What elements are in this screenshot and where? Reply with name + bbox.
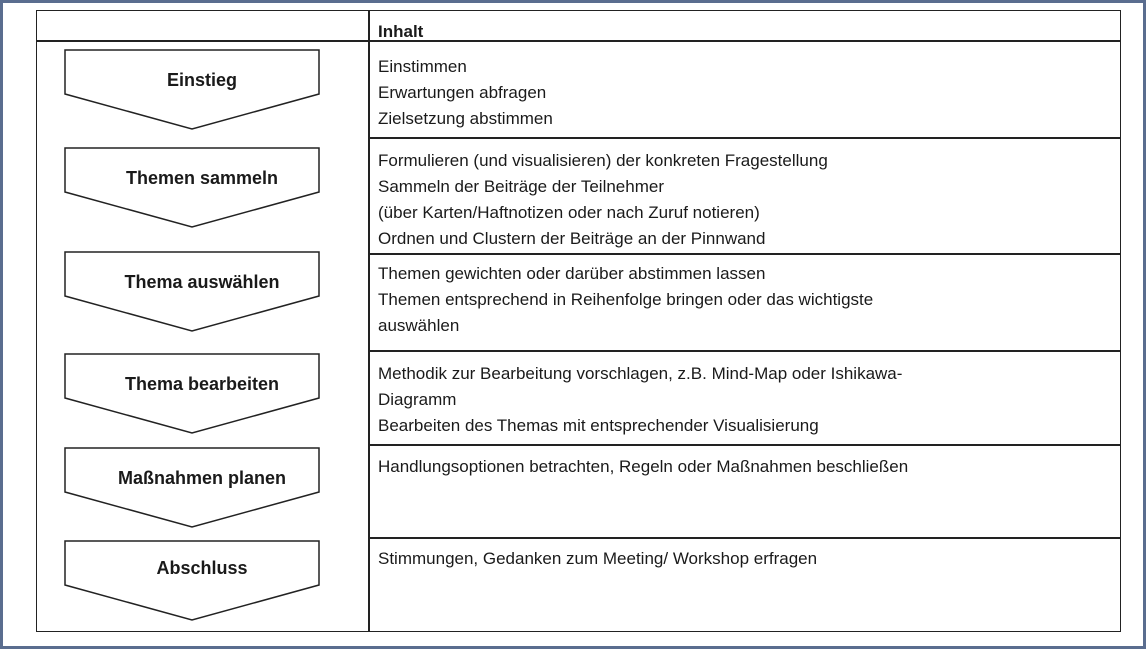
step-label: Thema bearbeiten (124, 374, 280, 394)
process-table: Inhalt Einstieg Einstimmen Erwartungen a… (36, 10, 1121, 632)
content-line: Einstimmen (378, 57, 467, 76)
content-line: Handlungsoptionen betrachten, Regeln ode… (378, 457, 909, 476)
content-line: Bearbeiten des Themas mit entsprechender… (378, 416, 819, 435)
step-content: Methodik zur Bearbeitung vorschlagen, z.… (378, 361, 1110, 439)
step-label: Thema auswählen (124, 272, 280, 292)
step-content: Formulieren (und visualisieren) der konk… (378, 148, 1110, 252)
content-line: Methodik zur Bearbeitung vorschlagen, z.… (378, 364, 903, 383)
step-arrow-themen-sammeln (64, 147, 320, 228)
step-label: Themen sammeln (125, 168, 279, 188)
step-arrow-thema-auswaehlen (64, 251, 320, 332)
step-content: Einstimmen Erwartungen abfragen Zielsetz… (378, 54, 1110, 132)
step-arrows (64, 49, 320, 621)
step-content: Stimmungen, Gedanken zum Meeting/ Worksh… (378, 546, 1110, 572)
content-line: Sammeln der Beiträge der Teilnehmer (378, 177, 664, 196)
step-arrow-einstieg (64, 49, 320, 130)
content-line: Formulieren (und visualisieren) der konk… (378, 151, 828, 170)
content-line: Themen entsprechend in Reihenfolge bring… (378, 290, 874, 309)
step-content: Themen gewichten oder darüber abstimmen … (378, 261, 1110, 339)
step-content: Handlungsoptionen betrachten, Regeln ode… (378, 454, 1110, 480)
row-divider (368, 137, 1120, 139)
content-line: Zielsetzung abstimmen (378, 109, 553, 128)
content-column-header: Inhalt (378, 22, 424, 41)
step-label: Abschluss (156, 558, 248, 578)
step-label: Maßnahmen planen (117, 468, 287, 488)
content-line: Themen gewichten oder darüber abstimmen … (378, 264, 766, 283)
content-line: auswählen (378, 316, 460, 335)
content-line: Stimmungen, Gedanken zum Meeting/ Worksh… (378, 549, 818, 568)
content-line: Ordnen und Clustern der Beiträge an der … (378, 229, 766, 248)
step-arrow-thema-bearbeiten (64, 353, 320, 434)
content-line: (über Karten/Haftnotizen oder nach Zuruf… (378, 203, 760, 222)
row-divider (368, 253, 1120, 255)
content-line: Diagramm (378, 390, 457, 409)
row-divider (368, 350, 1120, 352)
row-divider (368, 444, 1120, 446)
content-line: Erwartungen abfragen (378, 83, 547, 102)
row-divider (368, 537, 1120, 539)
header-divider (37, 40, 1120, 42)
step-label: Einstieg (166, 70, 237, 90)
step-arrow-massnahmen-planen (64, 447, 320, 528)
step-arrow-abschluss (64, 540, 320, 621)
column-divider (368, 11, 370, 631)
